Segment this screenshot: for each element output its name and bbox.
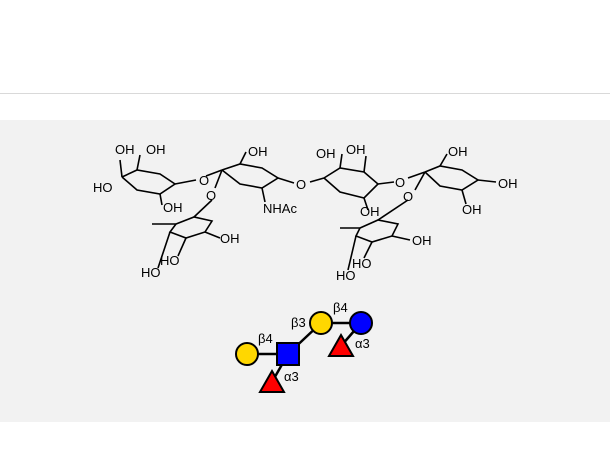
oh-label: OH [412,233,432,248]
linkage-beta4-label: β4 [258,331,273,346]
nhac-label: NHAc [263,201,297,216]
snfg-symbol-diagram: β4 β3 β4 α3 α3 [235,300,373,393]
linkage-beta4-label: β4 [333,300,348,315]
glcnac-symbol [276,342,300,366]
o-label: O [403,189,413,204]
ho-label: HO [93,180,113,195]
o-label: O [206,188,216,203]
header-divider [0,93,610,94]
chemical-structure-drawing: OH OH HO OH O O OH NHAc O OH HO HO OH OH… [93,142,518,283]
oh-label: OH [248,144,268,159]
o-label: O [199,173,209,188]
oh-label: OH [462,202,482,217]
o-label: O [296,177,306,192]
oh-label: OH [220,231,240,246]
linkage-beta3-label: β3 [291,315,306,330]
oh-label: OH [448,144,468,159]
oh-label: OH [146,142,166,157]
oh-label: OH [360,204,380,219]
fucose-symbol [327,332,355,357]
oh-label: OH [498,176,518,191]
linkage-alpha3-label: α3 [355,336,370,351]
ho-label: HO [141,265,161,280]
ho-label: HO [160,253,180,268]
oh-label: OH [115,142,135,157]
ho-label: HO [336,268,356,283]
glycan-structure-panel: OH OH HO OH O O OH NHAc O OH HO HO OH OH… [0,120,610,422]
header-blank-area [0,0,610,93]
oh-label: OH [163,200,183,215]
glucose-symbol [349,311,373,335]
oh-label: OH [346,142,366,157]
ho-label: HO [352,256,372,271]
galactose-symbol [235,342,259,366]
linkage-alpha3-label: α3 [284,369,299,384]
galactose-symbol [309,311,333,335]
oh-label: OH [316,146,336,161]
o-label: O [395,175,405,190]
fucose-symbol [258,368,286,393]
